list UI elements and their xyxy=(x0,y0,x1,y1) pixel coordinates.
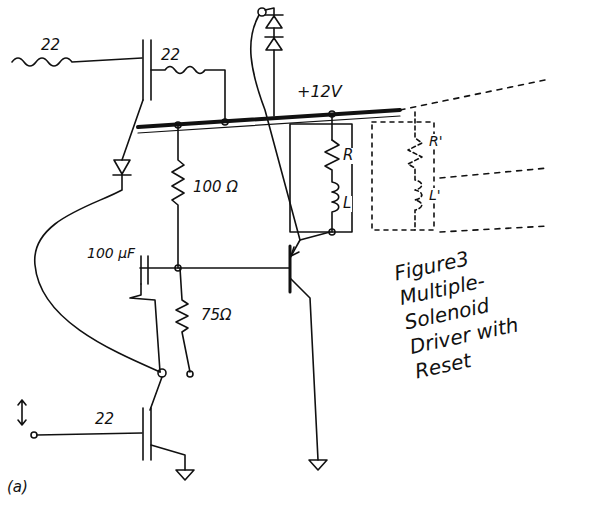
terminal xyxy=(158,369,166,377)
component-value: 22 xyxy=(160,48,181,64)
diode-symbol xyxy=(265,15,283,28)
resistor-symbol xyxy=(172,125,184,268)
wire xyxy=(150,377,162,410)
capacitor-plate xyxy=(142,40,144,100)
junction-dot xyxy=(329,229,335,235)
transistor-collector xyxy=(290,278,318,460)
junction-dot xyxy=(329,111,335,117)
capacitor-plate xyxy=(147,256,149,284)
wire xyxy=(265,8,274,116)
wire xyxy=(251,15,300,240)
wire xyxy=(151,445,185,470)
component-value: R xyxy=(342,148,354,164)
wire xyxy=(122,100,143,160)
component-value: 22 xyxy=(94,412,115,428)
transistor-emitter xyxy=(290,232,330,258)
resistor-symbol xyxy=(151,67,225,122)
component-value: +12V xyxy=(296,84,343,101)
bus-extension xyxy=(440,168,548,178)
wire xyxy=(37,433,142,435)
component-value: 100 µF xyxy=(86,246,136,261)
transistor-base xyxy=(289,246,292,292)
figure-caption: Figure3 Multiple- Solenoid Driver with R… xyxy=(392,236,540,384)
diode-symbol xyxy=(265,37,283,50)
resistor-symbol xyxy=(12,58,142,66)
ground-symbol xyxy=(176,470,194,480)
solenoid-coil xyxy=(325,140,339,232)
capacitor-plate xyxy=(142,408,144,460)
component-value: 100 Ω xyxy=(192,180,239,196)
component-value: L xyxy=(342,196,352,212)
input-arrow xyxy=(18,400,26,425)
terminal xyxy=(187,371,193,377)
wire xyxy=(130,284,160,372)
solenoid-coil xyxy=(408,112,422,230)
resistor-symbol xyxy=(176,268,190,372)
diode-symbol xyxy=(113,160,131,175)
solenoid-housing xyxy=(290,124,352,232)
component-value: 22 xyxy=(40,38,61,54)
transistor-arrow xyxy=(291,247,299,256)
capacitor-plate xyxy=(140,256,142,284)
capacitor-plate xyxy=(150,408,152,460)
ground-symbol xyxy=(309,460,327,470)
component-value: R' xyxy=(428,134,444,149)
component-value: 75Ω xyxy=(200,308,233,324)
terminal xyxy=(31,432,37,438)
component-value: L' xyxy=(428,188,442,203)
solenoid-housing xyxy=(372,122,434,230)
panel-tag: (a) xyxy=(6,480,29,496)
bus-extension xyxy=(440,226,548,232)
junction-dot xyxy=(222,119,228,125)
bus-extension xyxy=(400,80,545,110)
wire xyxy=(140,267,290,269)
wire xyxy=(35,175,160,372)
wire xyxy=(331,114,333,140)
